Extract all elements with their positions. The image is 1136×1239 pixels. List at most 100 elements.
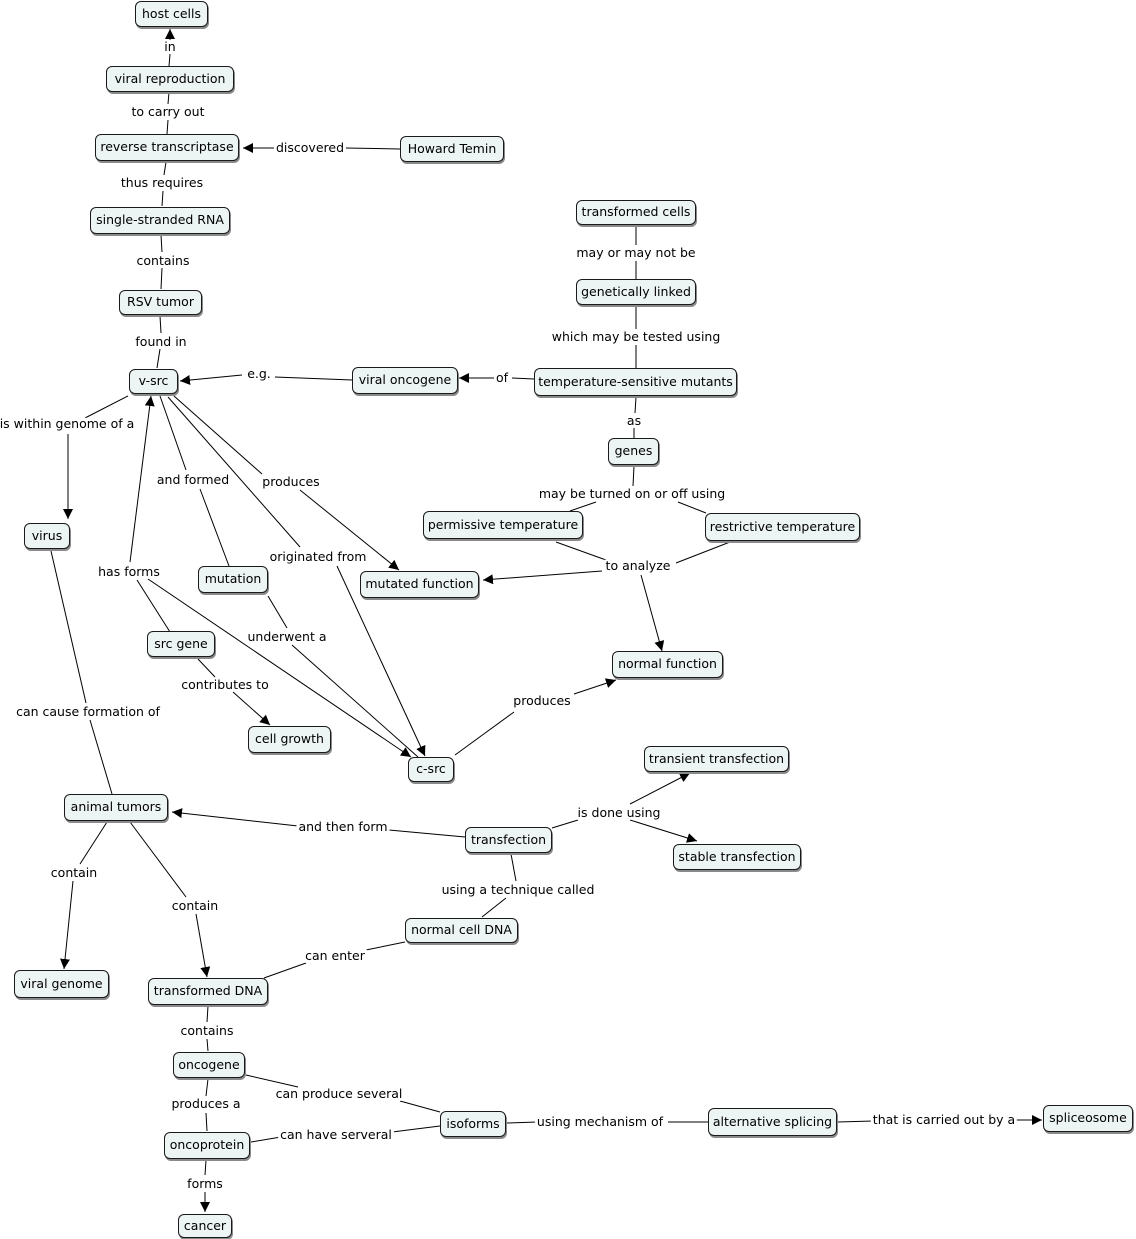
edge-produces-a-b	[205, 1112, 208, 1132]
edge-cause-formation-b	[89, 719, 113, 795]
node-restrictive-temperature[interactable]: restrictive temperature	[705, 513, 860, 541]
node-viral-reproduction[interactable]: viral reproduction	[106, 66, 234, 92]
link-contributes-to: contributes to	[179, 676, 271, 692]
node-transfection[interactable]: transfection	[465, 827, 552, 853]
link-in: in	[162, 38, 178, 54]
edge-contain-left-b	[60, 880, 74, 970]
node-virus[interactable]: virus	[24, 523, 70, 549]
node-host-cells[interactable]: host cells	[135, 1, 208, 27]
link-to-carry-out: to carry out	[129, 103, 207, 119]
node-single-stranded-rna[interactable]: single-stranded RNA	[90, 207, 230, 234]
node-viral-genome[interactable]: viral genome	[14, 970, 109, 998]
edge-eg-head	[179, 374, 243, 386]
node-permissive-temperature[interactable]: permissive temperature	[423, 511, 583, 539]
node-cancer[interactable]: cancer	[178, 1214, 232, 1238]
edge-in-tail	[168, 53, 171, 67]
edge-and-formed-a	[159, 395, 187, 471]
edge-produces-csrc-b	[573, 678, 617, 695]
edge-then-form-head	[171, 808, 299, 827]
link-produces-a: produces a	[169, 1095, 243, 1111]
edge-can-enter-b	[263, 962, 307, 979]
edge-contributes-b	[232, 691, 271, 726]
node-alternative-splicing[interactable]: alternative splicing	[708, 1108, 837, 1136]
edge-analyze-permissive	[555, 541, 607, 561]
node-isoforms[interactable]: isoforms	[440, 1111, 506, 1137]
edge-contains-a	[160, 234, 163, 253]
edge-produces-a-a	[205, 1078, 209, 1097]
node-oncogene[interactable]: oncogene	[173, 1052, 245, 1078]
link-can-cause-formation: can cause formation of	[14, 703, 162, 719]
node-genetically-linked[interactable]: genetically linked	[576, 279, 696, 305]
node-animal-tumors[interactable]: animal tumors	[64, 794, 168, 821]
link-originated-from: originated from	[267, 548, 369, 564]
edge-has-forms-csrc	[147, 578, 412, 758]
node-v-src[interactable]: v-src	[129, 369, 178, 394]
node-temperature-sensitive-mutants[interactable]: temperature-sensitive mutants	[534, 368, 737, 396]
edge-analyze-normal	[640, 574, 665, 652]
node-howard-temin[interactable]: Howard Temin	[400, 136, 504, 162]
edge-found-in-a	[159, 315, 162, 334]
edge-to-carry-out-a	[167, 91, 170, 105]
link-thus-requires: thus requires	[118, 174, 206, 190]
edge-done-using-tail	[551, 819, 579, 829]
node-mutation[interactable]: mutation	[198, 566, 268, 593]
edge-then-form-tail	[388, 829, 466, 838]
link-carried-out-by: that is carried out by a	[870, 1111, 1018, 1127]
node-spliceosome[interactable]: spliceosome	[1043, 1105, 1133, 1132]
edge-to-carry-out-b	[166, 119, 169, 135]
link-can-enter: can enter	[303, 947, 367, 963]
link-is-done-using: is done using	[575, 804, 663, 820]
edge-thus-requires-b	[161, 190, 164, 207]
node-transformed-dna[interactable]: transformed DNA	[148, 978, 268, 1005]
edge-originated-b	[336, 565, 426, 757]
edge-contains-dna-a	[206, 1005, 209, 1023]
node-normal-function[interactable]: normal function	[612, 651, 723, 678]
link-underwent-a: underwent a	[245, 628, 329, 644]
link-is-within-genome: is within genome of a	[0, 417, 137, 431]
node-genes[interactable]: genes	[608, 438, 659, 465]
edge-turned-permissive	[569, 501, 597, 512]
edge-technique-a	[510, 853, 517, 882]
edge-has-forms-vsrc	[129, 395, 155, 563]
edge-produce-several-a	[245, 1074, 299, 1088]
node-cell-growth[interactable]: cell growth	[248, 726, 331, 753]
edge-produces-csrc-a	[454, 711, 515, 756]
node-c-src[interactable]: c-src	[408, 757, 454, 782]
edge-have-serveral-a	[250, 1136, 282, 1143]
edge-forms-a	[204, 1159, 207, 1176]
edge-carried-out-a	[837, 1120, 874, 1123]
link-of: of	[493, 369, 511, 385]
edge-cause-formation-a	[50, 550, 87, 704]
edge-turned-restrictive	[677, 501, 707, 514]
edge-have-serveral-b	[391, 1125, 441, 1133]
node-rsv-tumor[interactable]: RSV tumor	[119, 290, 202, 315]
link-has-forms: has forms	[96, 563, 162, 579]
edge-contain-left-a	[79, 821, 108, 865]
edge-eg-tail	[274, 376, 353, 381]
edge-underwent-a	[267, 595, 288, 629]
edge-within-genome-tail	[84, 395, 129, 419]
link-discovered: discovered	[273, 139, 347, 155]
edge-contain-right-a	[129, 821, 187, 898]
link-can-produce-several: can produce several	[273, 1085, 405, 1101]
node-transformed-cells[interactable]: transformed cells	[576, 200, 696, 225]
edge-and-formed-b	[199, 488, 230, 567]
node-stable-transfection[interactable]: stable transfection	[673, 844, 801, 870]
node-reverse-transcriptase[interactable]: reverse transcriptase	[95, 134, 239, 161]
edge-contains-b	[160, 267, 163, 290]
node-oncoprotein[interactable]: oncoprotein	[164, 1132, 250, 1159]
edge-contributes-a	[197, 658, 216, 678]
node-normal-cell-dna[interactable]: normal cell DNA	[405, 918, 518, 943]
link-produces-csrc: produces	[511, 692, 573, 708]
node-transient-transfection[interactable]: transient transfection	[644, 746, 789, 772]
edge-contains-dna-b	[206, 1038, 209, 1052]
edge-of-tail	[511, 377, 535, 380]
node-src-gene[interactable]: src gene	[147, 631, 215, 657]
node-mutated-function[interactable]: mutated function	[360, 571, 479, 598]
edge-has-forms-srcgene	[136, 579, 171, 633]
node-viral-oncogene[interactable]: viral oncogene	[352, 367, 458, 394]
link-contains-dna: contains	[178, 1022, 236, 1038]
link-as: as	[624, 412, 644, 428]
edge-produce-several-b	[399, 1100, 441, 1113]
